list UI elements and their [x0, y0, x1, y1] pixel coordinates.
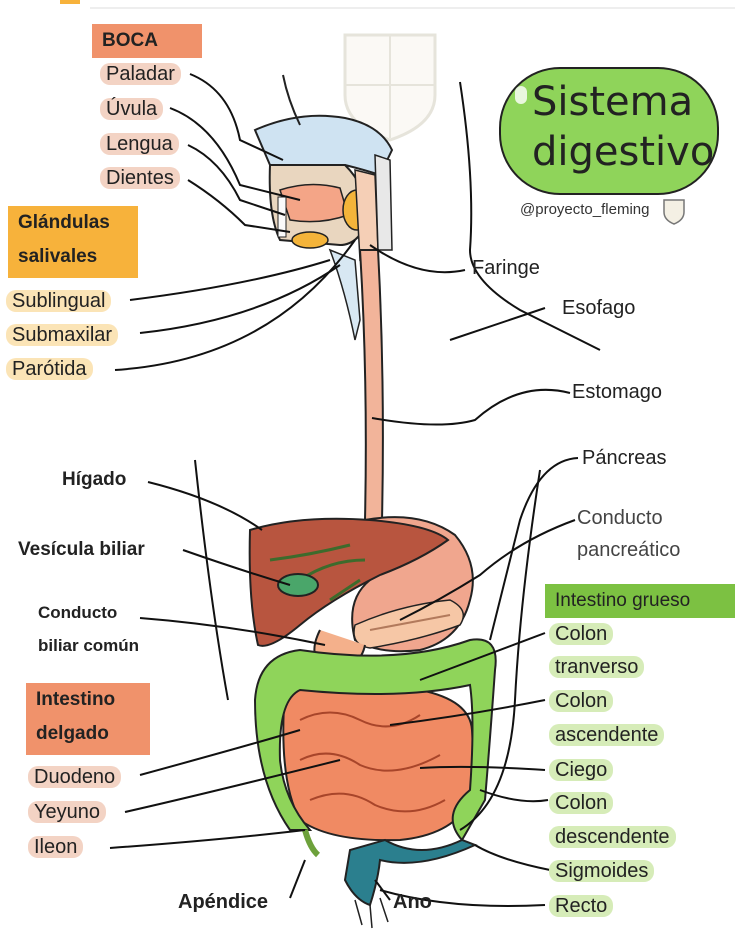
label-submaxilar: Submaxilar [6, 324, 119, 346]
top-accent [60, 0, 80, 4]
label-colon-ascendente-1: Colon [549, 690, 614, 712]
shield-logo-watermark [343, 33, 437, 142]
label-ano: Ano [393, 891, 432, 913]
label-higado: Hígado [62, 469, 127, 490]
label-paladar: Paladar [100, 63, 181, 85]
head-illustration [253, 74, 394, 341]
label-pancreas: Páncreas [582, 447, 667, 469]
section-header-intestino-delgado-line2: delgado [36, 722, 109, 744]
appendix-shape [302, 829, 321, 858]
label-lengua: Lengua [100, 133, 179, 155]
label-conducto-pancreatico-2: pancreático [577, 539, 681, 561]
section-header-glandulas-line1: Glándulas [18, 212, 110, 233]
esophagus-shape [358, 249, 384, 521]
section-header-glandulas-line2: salivales [18, 245, 98, 267]
label-faringe: Faringe [472, 257, 540, 279]
label-ciego: Ciego [549, 759, 614, 781]
label-uvula: Úvula [100, 98, 164, 120]
label-colon-transverso-1: Colon [549, 623, 614, 645]
liver-shape [248, 517, 450, 647]
page-title-line2: digestivo [532, 129, 715, 175]
label-colon-ascendente-2: ascendente [549, 724, 665, 746]
label-conducto-biliar-2: biliar común [38, 636, 140, 655]
label-ileon: Ileon [28, 836, 84, 858]
title-bubble [499, 67, 719, 195]
section-header-intestino-delgado: Intestino delgado [26, 683, 150, 755]
section-header-glandulas: Glándulas salivales [8, 206, 138, 278]
section-header-intestino-delgado-line1: Intestino [36, 689, 116, 710]
shield-icon [663, 199, 685, 225]
label-conducto-biliar-1: Conducto [38, 603, 118, 622]
large-intestine-shape [253, 638, 497, 842]
small-intestine-shape [282, 681, 474, 842]
label-vesicula-biliar: Vesícula biliar [18, 539, 145, 560]
label-colon-descendente-1: Colon [549, 792, 614, 814]
label-esofago: Esofago [562, 297, 636, 319]
label-recto: Recto [549, 895, 614, 917]
label-colon-descendente-2: descendente [549, 826, 676, 848]
label-sublingual: Sublingual [6, 290, 112, 312]
leader-lines [109, 73, 601, 907]
page-title-line1: Sistema [532, 79, 694, 125]
section-header-intestino-grueso: Intestino grueso [545, 584, 735, 618]
label-parotida: Parótida [6, 358, 93, 380]
label-sigmoides: Sigmoides [549, 860, 655, 882]
gallbladder-shape [277, 573, 319, 597]
section-header-boca: BOCA [92, 24, 202, 58]
credit-handle: @proyecto_fleming [520, 201, 650, 218]
label-conducto-pancreatico-1: Conducto [577, 507, 663, 529]
label-yeyuno: Yeyuno [28, 801, 106, 823]
rectum-shape [343, 838, 478, 907]
label-colon-transverso-2: tranverso [549, 656, 645, 678]
label-duodeno: Duodeno [28, 766, 122, 788]
label-apendice: Apéndice [178, 891, 269, 913]
label-dientes: Dientes [100, 167, 180, 189]
label-estomago: Estomago [572, 381, 663, 403]
